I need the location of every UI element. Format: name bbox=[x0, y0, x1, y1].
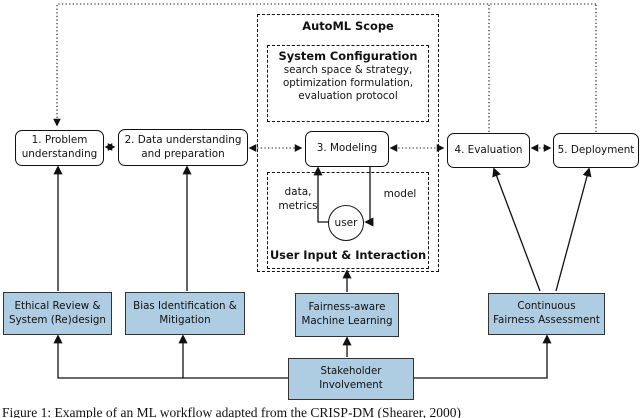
step-label-line: 1. Problem bbox=[31, 134, 88, 147]
intervention-fairness-aware-ml: Fairness-aware Machine Learning bbox=[295, 293, 399, 337]
intervention-label-line: Fairness-aware bbox=[308, 301, 386, 314]
step-label-line: 3. Modeling bbox=[316, 142, 378, 155]
intervention-label-line: Fairness Assessment bbox=[493, 314, 600, 326]
user-input-interaction-title: User Input & Interaction bbox=[269, 248, 427, 262]
step-label-line: 2. Data understanding bbox=[124, 133, 242, 146]
intervention-label-line: Ethical Review & bbox=[14, 299, 101, 312]
system-configuration-box: System Configuration search space & stra… bbox=[267, 45, 429, 122]
figure-caption: Figure 1: Example of an ML workflow adap… bbox=[2, 405, 461, 418]
data-metrics-label: data, metrics bbox=[272, 186, 324, 213]
intervention-label-line: Machine Learning bbox=[301, 315, 393, 327]
step-problem-understanding: 1. Problem understanding bbox=[15, 130, 104, 166]
user-modeling-loop bbox=[313, 166, 374, 227]
step-label-line: 4. Evaluation bbox=[454, 143, 523, 156]
step-deployment: 5. Deployment bbox=[553, 133, 639, 168]
intervention-continuous-fairness: Continuous Fairness Assessment bbox=[488, 293, 605, 335]
step-bidirectional-arrows bbox=[104, 143, 552, 152]
user-node-label: user bbox=[334, 217, 358, 229]
step-evaluation: 4. Evaluation bbox=[447, 133, 530, 168]
stakeholder-connectors bbox=[53, 334, 552, 379]
intervention-label-line: System (Re)design bbox=[9, 313, 106, 326]
intervention-label-line: Bias Identification & bbox=[133, 299, 237, 312]
feedback-loop-dotted bbox=[53, 3, 597, 132]
data-label-line: metrics bbox=[278, 199, 318, 212]
step-label-line: and preparation bbox=[141, 147, 225, 160]
model-label: model bbox=[383, 188, 417, 200]
system-configuration-line: optimization formulation, bbox=[282, 76, 414, 89]
data-label-line: data, bbox=[284, 186, 312, 198]
step-modeling: 3. Modeling bbox=[305, 131, 389, 167]
step-label-line: 5. Deployment bbox=[557, 143, 635, 156]
step-data-understanding: 2. Data understanding and preparation bbox=[118, 129, 248, 166]
system-configuration-title: System Configuration bbox=[278, 49, 418, 63]
automl-scope-title: AutoML Scope bbox=[302, 19, 394, 33]
step-label-line: understanding bbox=[21, 148, 98, 160]
stakeholder-label: Stakeholder Involvement bbox=[319, 366, 383, 391]
system-configuration-line: evaluation protocol bbox=[298, 89, 398, 102]
intervention-bias-identification: Bias Identification & Mitigation bbox=[125, 292, 245, 335]
stakeholder-involvement-box: Stakeholder Involvement bbox=[288, 358, 414, 400]
user-input-interaction-box: data, metrics model User Input & Interac… bbox=[267, 172, 429, 269]
system-configuration-line: search space & strategy, bbox=[283, 64, 413, 76]
user-node: user bbox=[328, 205, 364, 241]
intervention-label-line: Mitigation bbox=[159, 313, 211, 326]
intervention-label-line: Continuous bbox=[517, 300, 576, 313]
intervention-arrows bbox=[53, 165, 592, 292]
intervention-ethical-review: Ethical Review & System (Re)design bbox=[3, 292, 112, 335]
